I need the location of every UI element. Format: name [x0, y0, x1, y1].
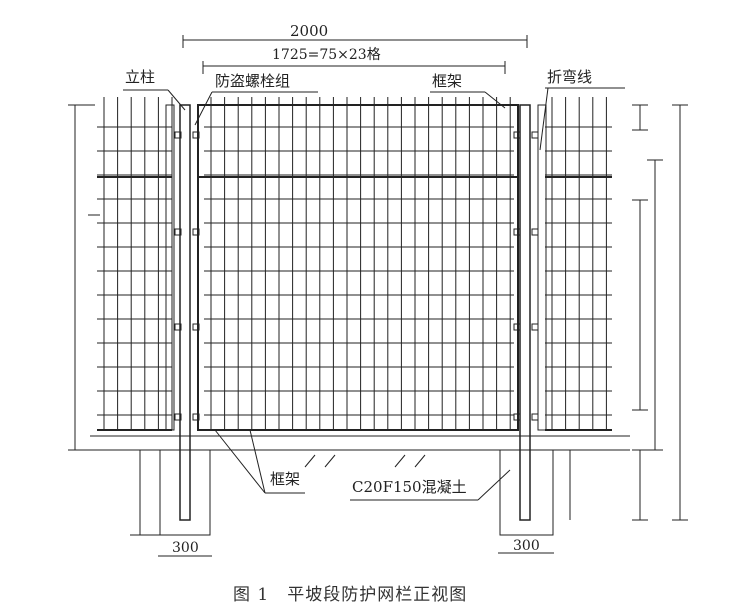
- leader-frame-bottom: [249, 429, 266, 494]
- left-panel-end-frame: [165, 104, 175, 431]
- bolt-group-icon: [174, 131, 182, 139]
- soil-hatch: [394, 454, 406, 468]
- label-fold-line: 折弯线: [547, 68, 593, 86]
- bolt-group-icon: [174, 323, 182, 331]
- dim-footing-right: 300: [513, 538, 540, 554]
- bolt-group-icon: [531, 131, 539, 139]
- leader-frame: [484, 91, 506, 109]
- main-panel-frame: [197, 104, 519, 431]
- right-post: [519, 104, 531, 521]
- bolt-group-icon: [513, 413, 521, 421]
- bolt-group-icon: [513, 228, 521, 236]
- bolt-group-icon: [513, 131, 521, 139]
- soil-hatch: [324, 454, 336, 468]
- label-anti-theft-bolts: 防盗螺栓组: [215, 72, 291, 90]
- dim-overall-width: 2000: [290, 22, 329, 40]
- bolt-group-icon: [531, 228, 539, 236]
- left-post: [179, 104, 191, 521]
- bolt-group-icon: [174, 228, 182, 236]
- label-post: 立柱: [125, 68, 156, 86]
- bolt-group-icon: [192, 131, 200, 139]
- label-frame-top: 框架: [432, 72, 463, 90]
- bolt-group-icon: [513, 323, 521, 331]
- label-concrete: C20F150混凝土: [352, 478, 467, 496]
- leader-frame-bottom: [214, 429, 266, 494]
- leader-post: [167, 89, 186, 111]
- dim-footing-left: 300: [172, 540, 199, 556]
- right-panel-end-frame: [537, 104, 547, 431]
- bolt-group-icon: [531, 413, 539, 421]
- bolt-group-icon: [192, 323, 200, 331]
- figure-caption: 图 1 平坡段防护网栏正视图: [233, 585, 468, 605]
- right-concrete-footing: [499, 449, 554, 536]
- bolt-group-icon: [531, 323, 539, 331]
- leader-bolts: [194, 91, 213, 126]
- bolt-group-icon: [192, 413, 200, 421]
- label-frame-bottom: 框架: [270, 470, 301, 488]
- bolt-group-icon: [192, 228, 200, 236]
- bolt-group-icon: [174, 413, 182, 421]
- leader-concrete: [477, 469, 511, 501]
- soil-hatch: [414, 454, 426, 468]
- dim-mesh-width: 1725=75×23格: [272, 47, 381, 63]
- soil-hatch: [304, 454, 316, 468]
- leader-fold: [539, 87, 549, 151]
- left-concrete-footing: [159, 449, 211, 536]
